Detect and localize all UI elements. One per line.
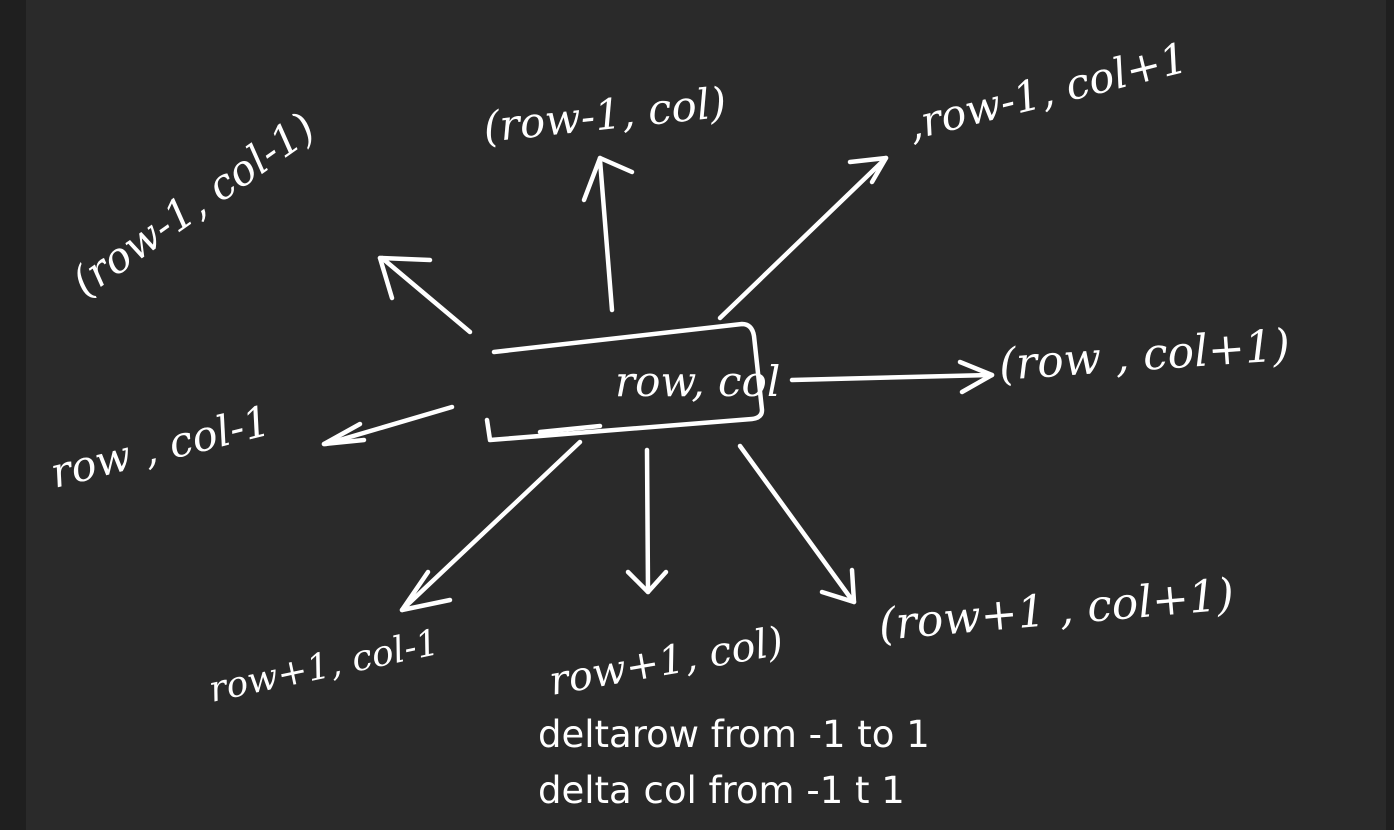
label-top: (row-1, col) [481,78,729,152]
center-box [484,321,765,443]
label-bottom-left: row+1, col-1 [205,622,442,711]
arrow-bottom-left [399,439,583,613]
center-label: row, col [615,357,780,406]
arrow-bottom [625,447,669,595]
label-top-left: (row-1, col-1) [63,103,324,307]
arrow-bottom-right [737,443,857,605]
arrow-left [321,404,455,447]
label-left: row , col-1 [46,396,276,498]
label-top-right: ,row-1, col+1 [903,33,1193,150]
arrow-right [789,359,995,395]
arrow-top-right [717,155,889,321]
label-bottom: row+1, col) [546,618,787,704]
label-bottom-right: (row+1 , col+1) [877,569,1236,651]
center-box-underline [537,423,603,435]
label-right: (row , col+1) [997,320,1291,391]
right-frame-edge [1386,0,1394,830]
caption-deltarow: deltarow from -1 to 1 [538,713,930,756]
caption-deltacol: delta col from -1 t 1 [538,769,905,812]
arrow-top-left [377,255,473,335]
arrow-top [581,155,635,313]
left-frame-edge [0,0,26,830]
